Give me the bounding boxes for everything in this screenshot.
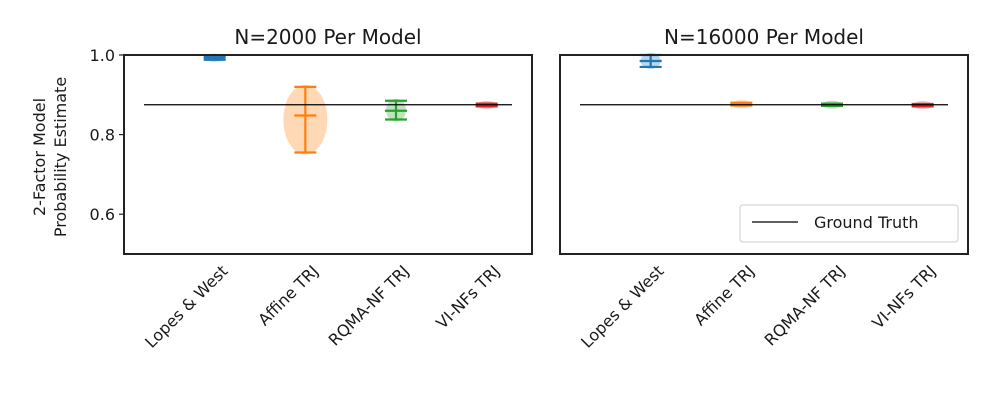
legend-box: [739, 204, 959, 243]
x-tick-label: Lopes & West: [141, 261, 231, 351]
panel-title: N=16000 Per Model: [664, 25, 864, 49]
x-tick-label: RQMA-NF TRJ: [761, 261, 849, 349]
x-tick-label: VI-NFs TRJ: [868, 261, 939, 332]
plot-frame: [123, 54, 533, 255]
legend: Ground Truth: [739, 204, 959, 243]
y-axis-label: 2-Factor Model Probability Estimate: [30, 77, 70, 237]
x-tick-label: Lopes & West: [577, 261, 667, 351]
x-tick-label: Affine TRJ: [690, 261, 758, 329]
y-axis-label-line2: Probability Estimate: [51, 77, 70, 237]
y-tick-label: 0.6: [90, 205, 115, 224]
y-tick-label: 1.0: [90, 46, 115, 65]
x-tick-label: VI-NFs TRJ: [432, 261, 503, 332]
panel-title: N=2000 Per Model: [234, 25, 421, 49]
legend-label-ground-truth: Ground Truth: [814, 213, 919, 232]
y-tick-label: 0.8: [90, 126, 115, 145]
x-tick-label: Affine TRJ: [254, 261, 322, 329]
y-axis-label-line1: 2-Factor Model: [30, 98, 49, 216]
x-tick-label: RQMA-NF TRJ: [325, 261, 413, 349]
plot-frame: [559, 54, 969, 255]
